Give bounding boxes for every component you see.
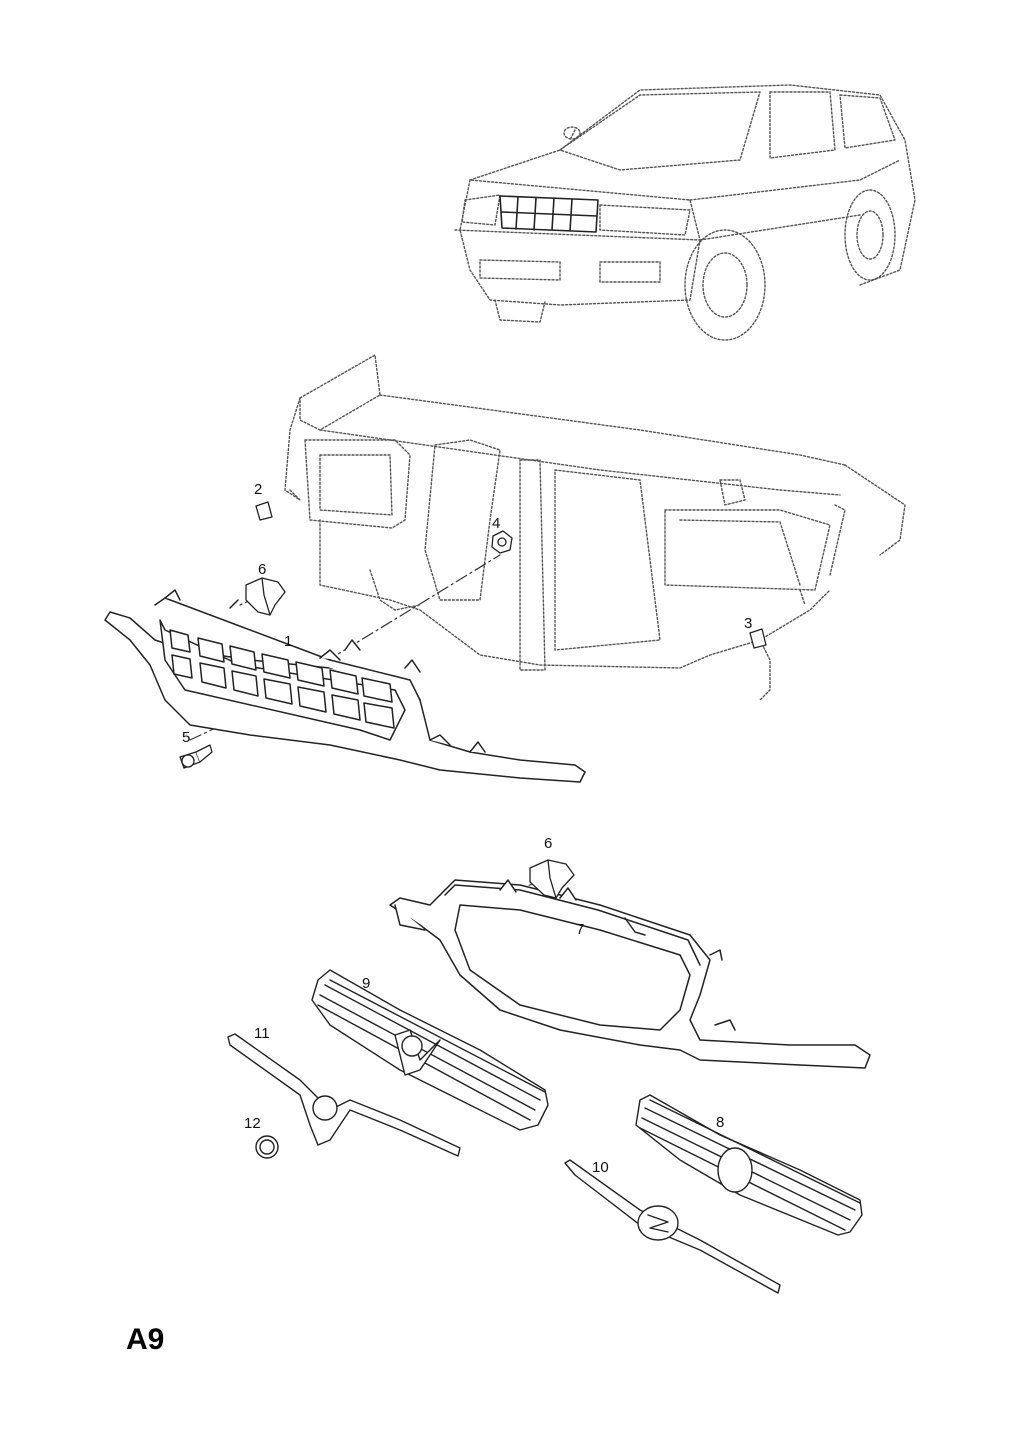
nut-part-4 <box>491 530 513 554</box>
callout-11: 11 <box>254 1025 270 1042</box>
clip-part-3 <box>749 628 767 649</box>
callout-10: 10 <box>592 1159 609 1176</box>
vehicle-illustration <box>454 84 916 341</box>
callout-7: 7 <box>576 921 585 938</box>
callout-6-upper: 6 <box>258 561 267 578</box>
clip-part-2 <box>255 501 273 521</box>
callout-4: 4 <box>492 515 501 532</box>
callout-9: 9 <box>362 975 371 992</box>
callout-1: 1 <box>284 633 293 650</box>
front-body-structure <box>284 354 906 701</box>
bracket-part-6-upper <box>245 577 286 616</box>
grille-insert-part-8 <box>635 1094 863 1236</box>
grille-assembly-part-1 <box>104 589 586 783</box>
callout-6-lower: 6 <box>544 835 553 852</box>
chrome-bar-part-10 <box>564 1159 781 1294</box>
grille-frame-part-7 <box>389 879 871 1069</box>
vehicle-grille-highlight <box>499 195 599 233</box>
page-code: A9 <box>126 1323 165 1356</box>
bracket-part-6-lower <box>529 859 575 899</box>
callout-5: 5 <box>182 729 191 746</box>
callout-8: 8 <box>716 1114 725 1131</box>
callout-12: 12 <box>244 1115 261 1132</box>
emblem-part-12 <box>255 1135 279 1159</box>
callout-3: 3 <box>744 615 753 632</box>
chrome-bar-part-11 <box>227 1033 461 1157</box>
grille-insert-part-9 <box>311 969 549 1131</box>
screw-part-5 <box>179 744 213 769</box>
callout-2: 2 <box>254 481 263 498</box>
